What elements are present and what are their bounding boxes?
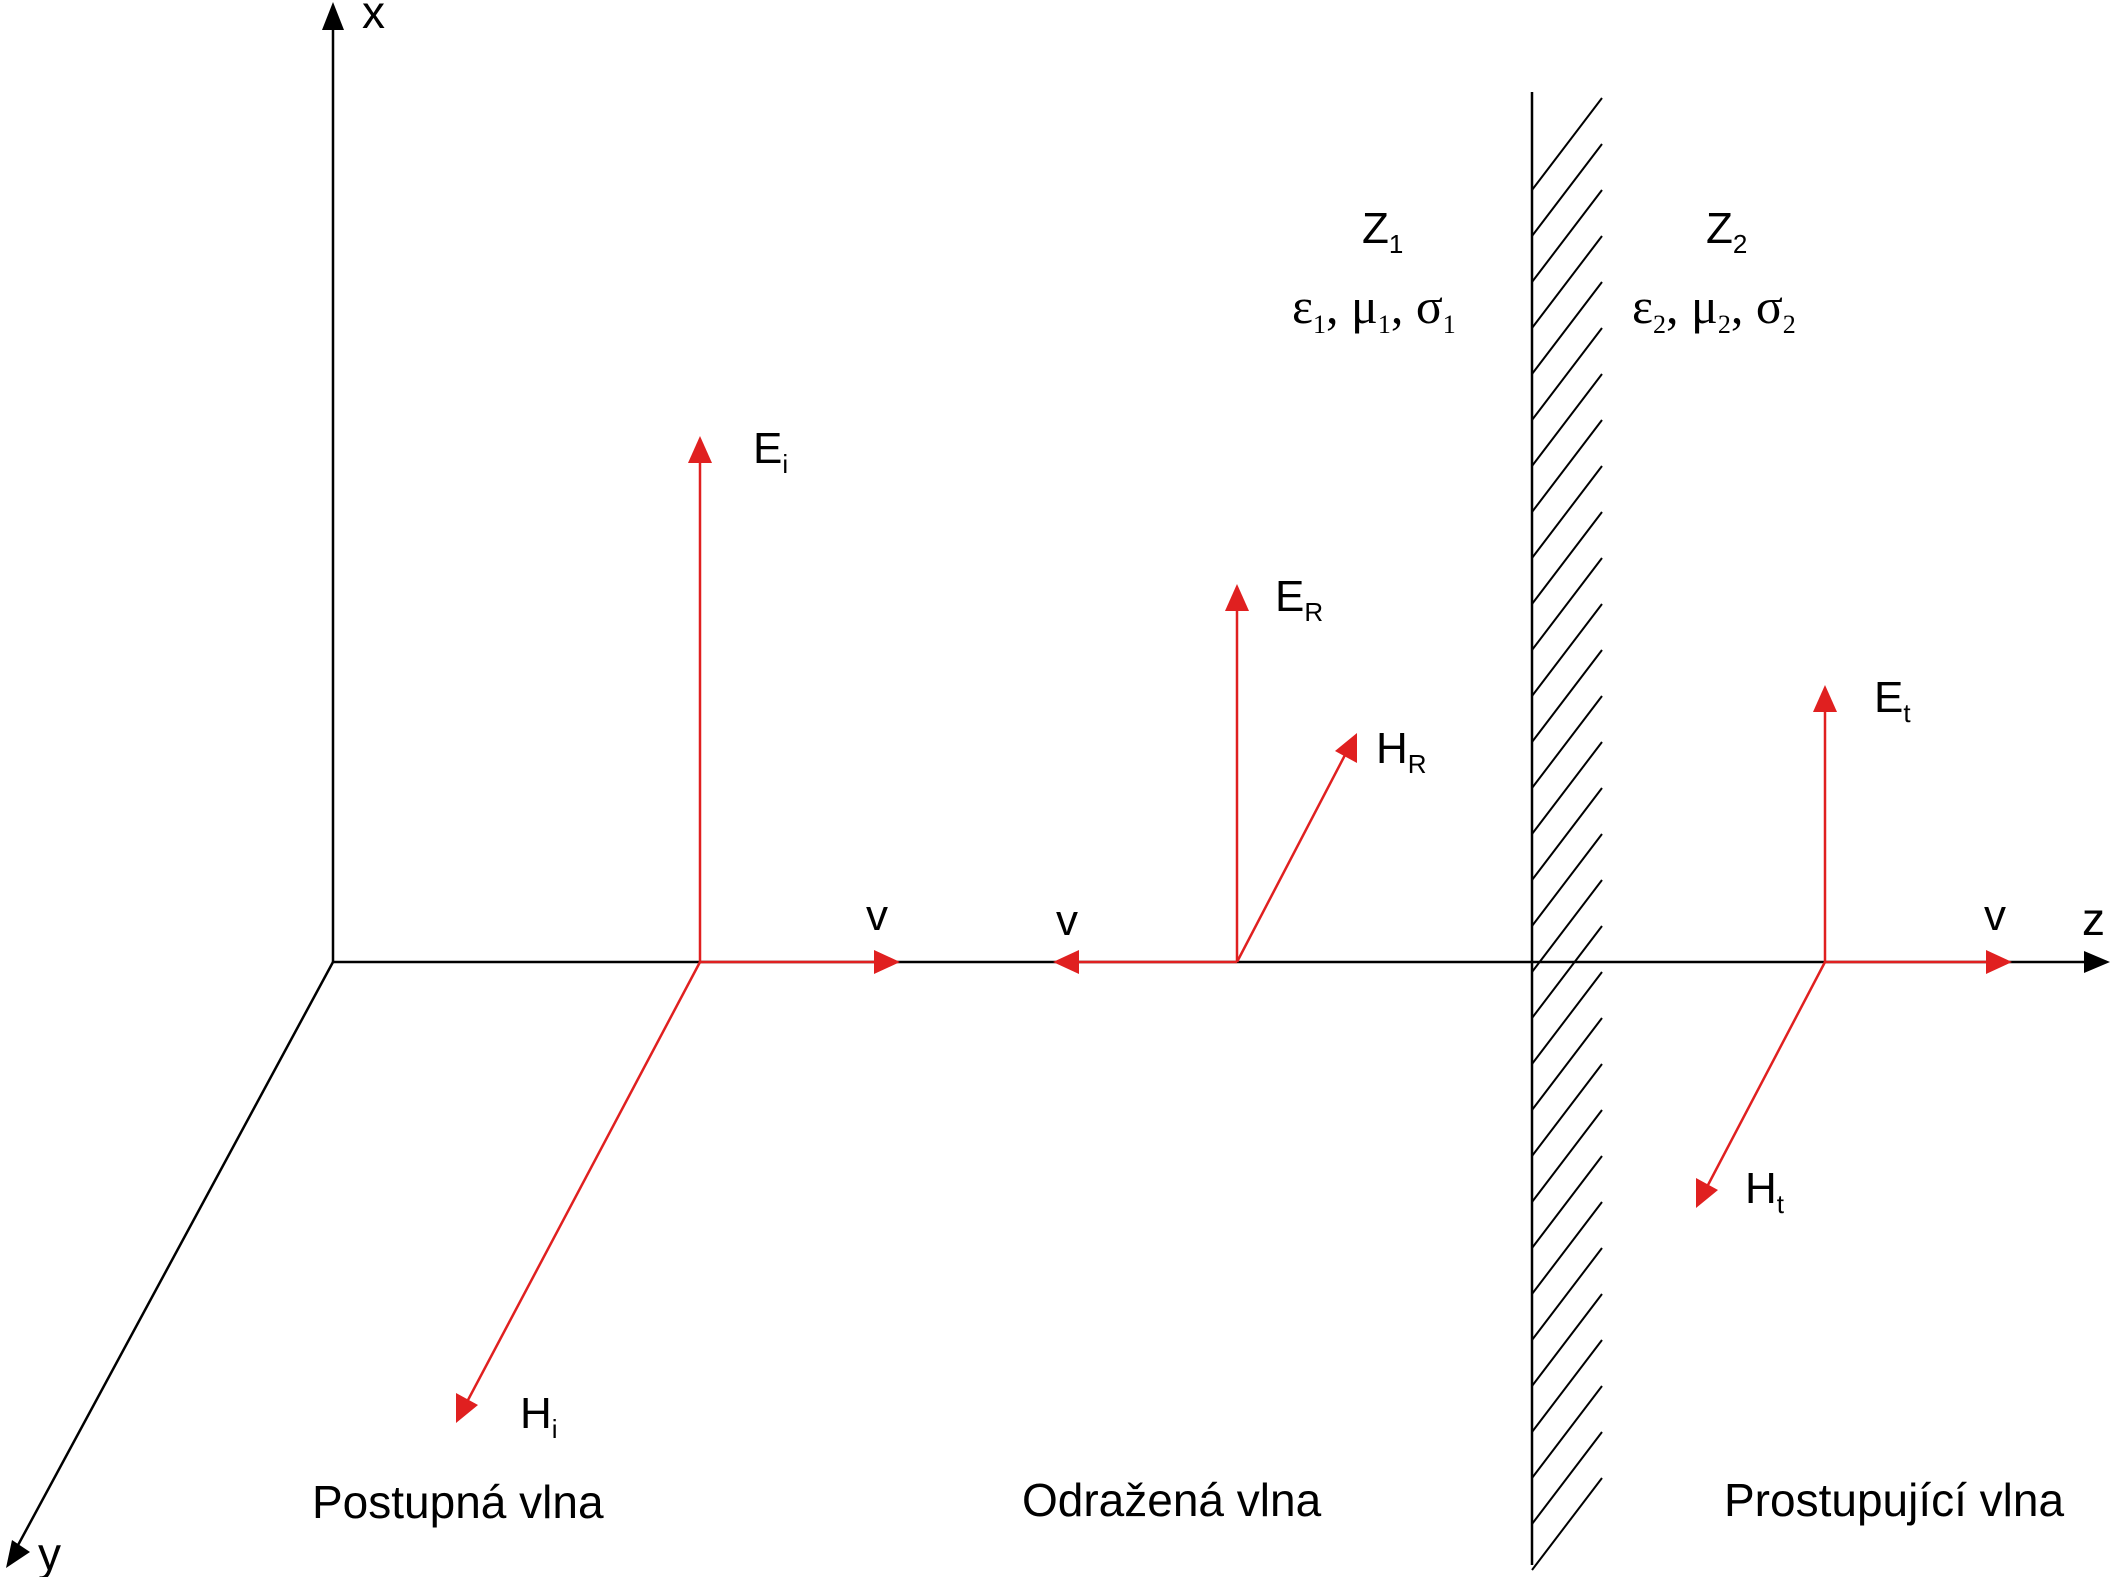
hatch-stroke [1531,511,1603,605]
hatch-stroke [1531,1201,1603,1295]
hatch-stroke [1531,1155,1603,1249]
reflected-h-label: HR [1376,724,1427,779]
hatch-stroke [1531,1247,1603,1341]
incident-h-label: Hi [520,1389,558,1444]
hatch-stroke [1531,143,1603,237]
medium-2-labels: Z2 ε2, μ2, σ2 [1632,204,1796,339]
incident-h-arrowhead [456,1393,478,1423]
incident-e-label: Ei [753,424,788,479]
medium-1-labels: Z1 ε1, μ1, σ1 [1292,204,1456,339]
hatch-stroke [1531,741,1603,835]
hatch-stroke [1531,327,1603,421]
hatch-stroke [1531,787,1603,881]
incident-v-label: v [866,891,888,940]
axis-arrowheads [6,2,2110,1568]
medium-2-parameters: ε2, μ2, σ2 [1632,278,1796,339]
x-axis-arrowhead [322,2,344,30]
boundary-hatching [1531,97,1603,1571]
incident-wave-vectors [456,436,900,1423]
y-axis-label: y [38,1528,61,1577]
medium-1-parameters: ε1, μ1, σ1 [1292,278,1456,339]
hatch-stroke [1531,281,1603,375]
transmitted-e-label: Et [1874,673,1911,728]
hatch-stroke [1531,925,1603,1019]
transmitted-wave-caption: Prostupující vlna [1724,1474,2064,1526]
hatch-stroke [1531,235,1603,329]
boundary [1530,92,1603,1571]
hatch-stroke [1531,373,1603,467]
hatch-stroke [1531,603,1603,697]
transmitted-v-label: v [1984,891,2006,940]
z-axis-label: z [2082,893,2105,945]
hatch-stroke [1531,695,1603,789]
transmitted-h-vector [1706,961,1827,1186]
hatch-stroke [1531,1017,1603,1111]
incident-wave-caption: Postupná vlna [312,1476,604,1528]
reflected-wave-caption: Odražená vlna [1022,1474,1322,1526]
hatch-stroke [1531,879,1603,973]
y-axis-arrowhead [6,1540,30,1568]
axes [8,22,2090,1561]
transmitted-e-arrowhead [1813,685,1837,712]
hatch-stroke [1531,833,1603,927]
hatch-stroke [1531,465,1603,559]
incident-e-arrowhead [688,436,712,463]
reflected-wave-vectors [1053,584,1357,974]
hatch-stroke [1531,649,1603,743]
reflected-v-arrowhead [1053,950,1079,974]
transmitted-v-arrowhead [1986,950,2012,974]
reflected-e-arrowhead [1225,584,1249,611]
incident-v-arrowhead [874,950,900,974]
impedance-1: Z1 [1362,204,1403,259]
hatch-stroke [1531,1063,1603,1157]
reflected-h-vector [1235,754,1347,963]
x-axis-label: x [362,0,385,38]
hatch-stroke [1531,189,1603,283]
hatch-stroke [1531,1431,1603,1525]
hatch-stroke [1531,97,1603,191]
reflected-v-label: v [1056,896,1078,945]
impedance-2: Z2 [1706,204,1747,259]
hatch-stroke [1531,557,1603,651]
hatch-stroke [1531,1385,1603,1479]
transmitted-h-label: Ht [1745,1164,1785,1219]
hatch-stroke [1531,971,1603,1065]
hatch-stroke [1531,1339,1603,1433]
transmitted-wave-vectors [1696,685,2012,1208]
hatch-stroke [1531,419,1603,513]
y-axis-line [8,961,335,1561]
hatch-stroke [1531,1477,1603,1571]
z-axis-arrowhead [2084,951,2110,973]
reflected-e-label: ER [1275,572,1323,627]
transmitted-h-arrowhead [1696,1178,1718,1208]
hatch-stroke [1531,1109,1603,1203]
reflected-h-arrowhead [1335,733,1357,763]
hatch-stroke [1531,1293,1603,1387]
incident-h-vector [466,961,702,1401]
